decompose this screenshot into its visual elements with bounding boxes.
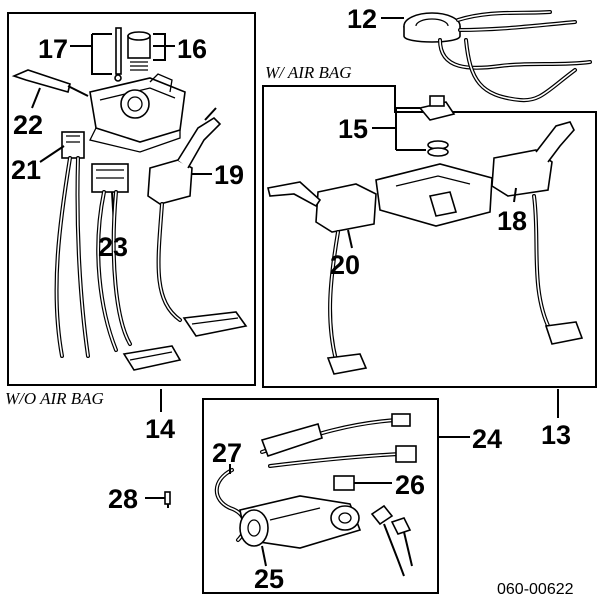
- callout-21: 21: [11, 155, 41, 185]
- callout-line-18: [513, 187, 517, 203]
- part-26-switch: [333, 475, 355, 491]
- callout-28: 28: [108, 484, 138, 514]
- part-20-switch: [267, 181, 377, 233]
- connector-plug-left-2: [182, 311, 248, 337]
- diagram-code: 060-00622: [497, 581, 574, 598]
- callout-26: 26: [395, 470, 425, 500]
- callout-17: 17: [38, 34, 68, 64]
- part-17-pin: [114, 27, 122, 82]
- callout-18: 18: [497, 206, 527, 236]
- box-with-airbag: [262, 85, 597, 388]
- part-25-cylinder: [239, 509, 269, 547]
- box-ignition: [202, 398, 439, 594]
- part-16-cylinder: [127, 31, 151, 71]
- callout-line-22: [31, 87, 41, 109]
- ignition-lock-body: [239, 495, 362, 549]
- harness-wires-left: [54, 156, 182, 358]
- callout-25: 25: [254, 564, 284, 594]
- box-without-airbag: [7, 12, 256, 386]
- ignition-harness: [260, 413, 417, 468]
- callout-15: 15: [338, 114, 368, 144]
- callout-line-25: [261, 545, 267, 567]
- part-21-switch: [61, 131, 85, 159]
- part-15-cam: [418, 95, 456, 157]
- caption-with-airbag: W/ AIR BAG: [265, 63, 352, 82]
- callout-22: 22: [13, 110, 43, 140]
- part-28-screw: [145, 491, 171, 508]
- callout-line-15: [372, 107, 426, 151]
- callout-23: 23: [98, 232, 128, 262]
- callout-19: 19: [214, 160, 244, 190]
- callout-line-21: [39, 145, 65, 163]
- callout-27: 27: [212, 438, 242, 468]
- part-22-lever: [11, 69, 89, 97]
- callout-line-16: [153, 33, 175, 61]
- callout-13: 13: [541, 420, 571, 450]
- column-assembly-left: [89, 73, 186, 153]
- connector-plug-left-1: [122, 345, 182, 371]
- callout-14: 14: [145, 414, 175, 444]
- part-12-spiral-cable: [403, 10, 592, 103]
- part-18-switch: [491, 121, 575, 197]
- connector-plug-right-1: [326, 353, 368, 375]
- part-19-switch: [147, 107, 222, 205]
- connector-plug-right-2: [544, 321, 584, 345]
- part-23-connector: [91, 163, 129, 193]
- caption-without-airbag: W/O AIR BAG: [5, 389, 104, 408]
- harness-wires-right: [328, 194, 552, 362]
- callout-16: 16: [177, 34, 207, 64]
- callout-20: 20: [330, 250, 360, 280]
- ignition-keys: [370, 504, 413, 577]
- callout-line-20: [347, 229, 353, 249]
- callout-12: 12: [347, 4, 377, 34]
- callout-line-17: [70, 33, 112, 75]
- callout-24: 24: [472, 424, 502, 454]
- column-assembly-right: [375, 163, 493, 227]
